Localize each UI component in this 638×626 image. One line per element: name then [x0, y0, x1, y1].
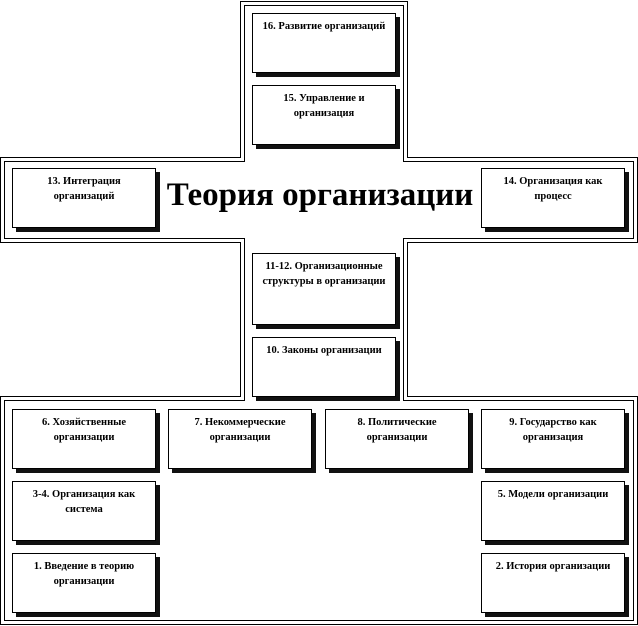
box-10-laws: 10. Законы организации	[252, 337, 396, 397]
box-2-history: 2. История организации	[481, 553, 625, 613]
box-7-label: 7. Некоммерческие организации	[194, 417, 286, 443]
box-16-label: 16. Развитие организаций	[262, 21, 386, 32]
box-6-label: 6. Хозяйственные организации	[41, 417, 127, 443]
box-7-nonprofit: 7. Некоммерческие организации	[168, 409, 312, 469]
box-11-12-structures: 11-12. Организационные структуры в орган…	[252, 253, 396, 325]
inner-frame-outline	[4, 5, 634, 621]
box-3-4-system: 3-4. Организация как система	[12, 481, 156, 541]
box-3-4-label: 3-4. Организация как система	[32, 489, 136, 515]
box-8-label: 8. Политические организации	[357, 417, 437, 443]
box-6-economic: 6. Хозяйственные организации	[12, 409, 156, 469]
box-2-label: 2. История организации	[495, 561, 611, 572]
box-1-label: 1. Введение в теорию организации	[33, 561, 135, 587]
box-5-models: 5. Модели организации	[481, 481, 625, 541]
box-10-label: 10. Законы организации	[266, 345, 382, 356]
box-14-process: 14. Организация как процесс	[481, 168, 625, 228]
box-1-introduction: 1. Введение в теорию организации	[12, 553, 156, 613]
box-11-12-label: 11-12. Организационные структуры в орган…	[262, 261, 386, 287]
box-9-label: 9. Государство как организация	[509, 417, 597, 443]
box-9-state: 9. Государство как организация	[481, 409, 625, 469]
box-13-integration: 13. Интеграция организаций	[12, 168, 156, 228]
box-13-label: 13. Интеграция организаций	[47, 176, 121, 202]
box-15-management: 15. Управление и организация	[252, 85, 396, 145]
box-8-political: 8. Политические организации	[325, 409, 469, 469]
diagram-title: Теория организации	[166, 176, 474, 213]
box-5-label: 5. Модели организации	[497, 489, 609, 500]
box-14-label: 14. Организация как процесс	[503, 176, 603, 202]
box-16-development: 16. Развитие организаций	[252, 13, 396, 73]
box-15-label: 15. Управление и организация	[283, 93, 365, 119]
